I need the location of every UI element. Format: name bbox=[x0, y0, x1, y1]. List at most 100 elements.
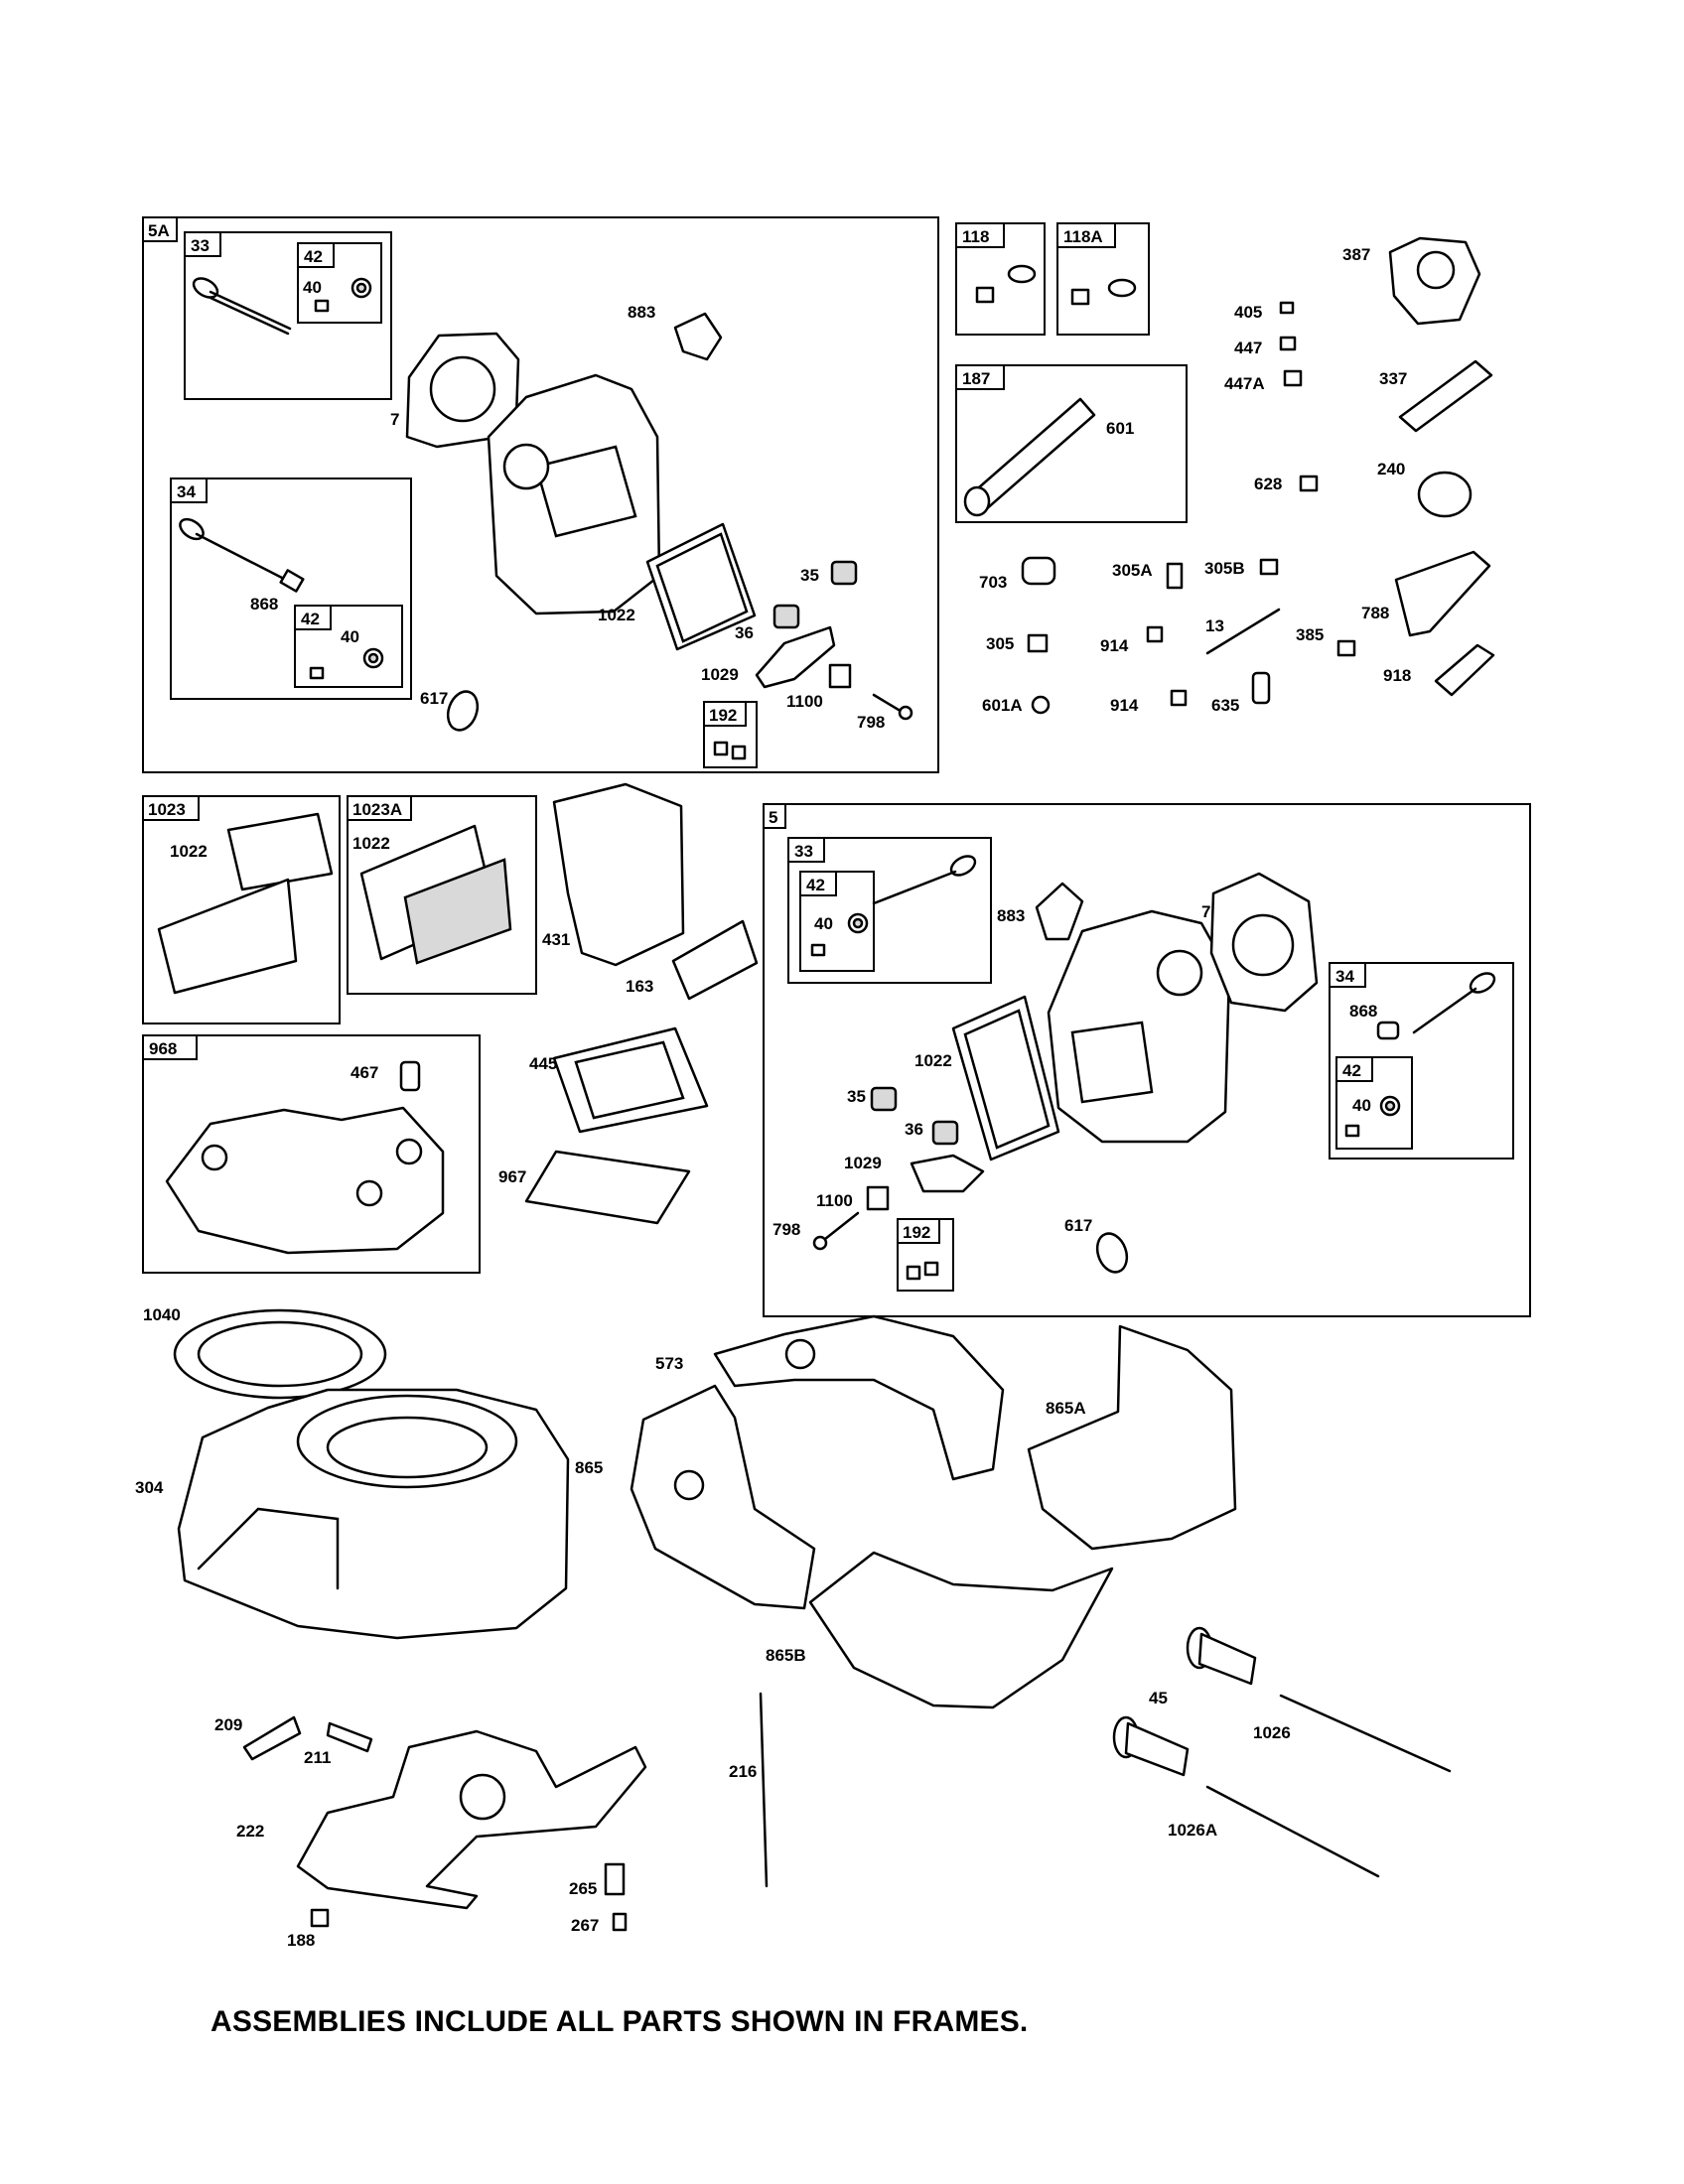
callout-1100: 1100 bbox=[786, 692, 823, 711]
callout-883: 883 bbox=[628, 303, 655, 322]
frame-label-42: 42 bbox=[301, 610, 320, 628]
frame-968: 968 467 bbox=[142, 1034, 481, 1274]
callout-40: 40 bbox=[341, 627, 359, 646]
callout-405: 405 bbox=[1234, 303, 1262, 322]
assemblies-footnote: ASSEMBLIES INCLUDE ALL PARTS SHOWN IN FR… bbox=[210, 2005, 1029, 2038]
callout-703: 703 bbox=[979, 573, 1007, 592]
frame-118: 118 bbox=[955, 222, 1046, 336]
frame-1023A: 1023A 1022 bbox=[347, 795, 537, 995]
callout-304: 304 bbox=[135, 1478, 164, 1497]
callout-222: 222 bbox=[236, 1822, 264, 1841]
callout-305B: 305B bbox=[1204, 559, 1245, 578]
frame-label-5: 5 bbox=[769, 808, 777, 827]
callout-868: 868 bbox=[250, 595, 278, 614]
frame-label-5A: 5A bbox=[148, 221, 170, 240]
frame-label-1023: 1023 bbox=[148, 800, 186, 819]
callout-305A: 305A bbox=[1112, 561, 1153, 580]
callout-1029: 1029 bbox=[701, 665, 739, 684]
callout-36: 36 bbox=[735, 623, 754, 642]
callout-163: 163 bbox=[626, 977, 653, 996]
callout-617: 617 bbox=[420, 689, 448, 708]
air-filter-cover bbox=[165, 1106, 445, 1255]
frame-label-42: 42 bbox=[304, 247, 323, 266]
callout-1029: 1029 bbox=[844, 1154, 882, 1172]
frame-label-34: 34 bbox=[1335, 967, 1354, 986]
callout-431: 431 bbox=[542, 930, 570, 949]
air-cleaner-base: 431 163 bbox=[542, 782, 759, 1001]
frame-label-968: 968 bbox=[149, 1039, 177, 1058]
callout-914: 914 bbox=[1110, 696, 1139, 715]
callout-447A: 447A bbox=[1224, 374, 1265, 393]
callout-40: 40 bbox=[303, 278, 322, 297]
cylinder-shield bbox=[713, 1314, 1005, 1481]
control-bracket-group: 209 211 222 188 216 265 267 bbox=[214, 1692, 769, 1950]
callout-914: 914 bbox=[1100, 636, 1129, 655]
callout-7: 7 bbox=[1201, 902, 1210, 921]
callout-1026: 1026 bbox=[1253, 1723, 1291, 1742]
callout-788: 788 bbox=[1361, 604, 1389, 622]
air-filter: 445 967 bbox=[498, 1026, 709, 1225]
cylinder-head bbox=[487, 373, 661, 615]
frame-label-34: 34 bbox=[177, 482, 196, 501]
cylinder-shield-865A bbox=[1027, 1324, 1237, 1551]
callout-1100: 1100 bbox=[816, 1191, 853, 1210]
callout-1026A: 1026A bbox=[1168, 1821, 1217, 1840]
callout-601A: 601A bbox=[982, 696, 1023, 715]
callout-918: 918 bbox=[1383, 666, 1411, 685]
frame-label-118A: 118A bbox=[1063, 227, 1103, 246]
callout-467: 467 bbox=[351, 1063, 378, 1082]
callout-265: 265 bbox=[569, 1879, 597, 1898]
callout-628: 628 bbox=[1254, 475, 1282, 493]
frame-5A: 5A 33 42 40 7 883 34 868 bbox=[142, 216, 939, 773]
frame-label-192: 192 bbox=[903, 1223, 930, 1242]
callout-445: 445 bbox=[529, 1054, 557, 1073]
callout-36: 36 bbox=[905, 1120, 923, 1139]
callout-1022: 1022 bbox=[598, 606, 635, 624]
callout-240: 240 bbox=[1377, 460, 1405, 478]
frame-label-42: 42 bbox=[806, 876, 825, 894]
callout-40: 40 bbox=[814, 914, 833, 933]
callout-35: 35 bbox=[800, 566, 819, 585]
callout-1040: 1040 bbox=[143, 1305, 181, 1324]
callout-7: 7 bbox=[390, 410, 399, 429]
callout-967: 967 bbox=[498, 1167, 526, 1186]
callout-1022: 1022 bbox=[914, 1051, 952, 1070]
callout-209: 209 bbox=[214, 1715, 242, 1734]
blower-housing-group: 1040 304 573 865 865A 865B 45 1026 1026A bbox=[135, 1305, 1452, 1878]
frame-label-118: 118 bbox=[962, 227, 989, 246]
callout-305: 305 bbox=[986, 634, 1014, 653]
frame-label-33: 33 bbox=[191, 236, 210, 255]
callout-865: 865 bbox=[575, 1458, 603, 1477]
callout-868: 868 bbox=[1349, 1002, 1377, 1021]
callout-337: 337 bbox=[1379, 369, 1407, 388]
callout-573: 573 bbox=[655, 1354, 683, 1373]
callout-865A: 865A bbox=[1046, 1399, 1086, 1418]
callout-13: 13 bbox=[1205, 616, 1224, 635]
callout-1022: 1022 bbox=[170, 842, 208, 861]
cylinder-shield-865 bbox=[630, 1384, 816, 1610]
callout-385: 385 bbox=[1296, 625, 1324, 644]
callout-45: 45 bbox=[1149, 1689, 1168, 1707]
frame-label-42: 42 bbox=[1342, 1061, 1361, 1080]
frame-5: 5 33 42 40 883 7 34 868 42 40 1022 bbox=[763, 803, 1531, 1317]
callout-40: 40 bbox=[1352, 1096, 1371, 1115]
callout-211: 211 bbox=[304, 1748, 331, 1767]
frame-label-1023A: 1023A bbox=[352, 800, 402, 819]
callout-35: 35 bbox=[847, 1087, 866, 1106]
callout-267: 267 bbox=[571, 1916, 599, 1935]
callout-798: 798 bbox=[772, 1220, 800, 1239]
callout-188: 188 bbox=[287, 1931, 315, 1950]
frame-187: 187 601 bbox=[955, 364, 1188, 523]
small-hardware-group: 387 405 447 447A 337 628 240 703 305A 30… bbox=[979, 236, 1495, 715]
callout-601: 601 bbox=[1106, 419, 1134, 438]
callout-883: 883 bbox=[997, 906, 1025, 925]
frame-118A: 118A bbox=[1056, 222, 1150, 336]
callout-865B: 865B bbox=[766, 1646, 806, 1665]
callout-387: 387 bbox=[1342, 245, 1370, 264]
callout-635: 635 bbox=[1211, 696, 1239, 715]
cylinder-head bbox=[1047, 909, 1231, 1144]
callout-216: 216 bbox=[729, 1762, 757, 1781]
baffle-865B bbox=[808, 1551, 1114, 1709]
frame-1023: 1023 1022 bbox=[142, 795, 341, 1024]
